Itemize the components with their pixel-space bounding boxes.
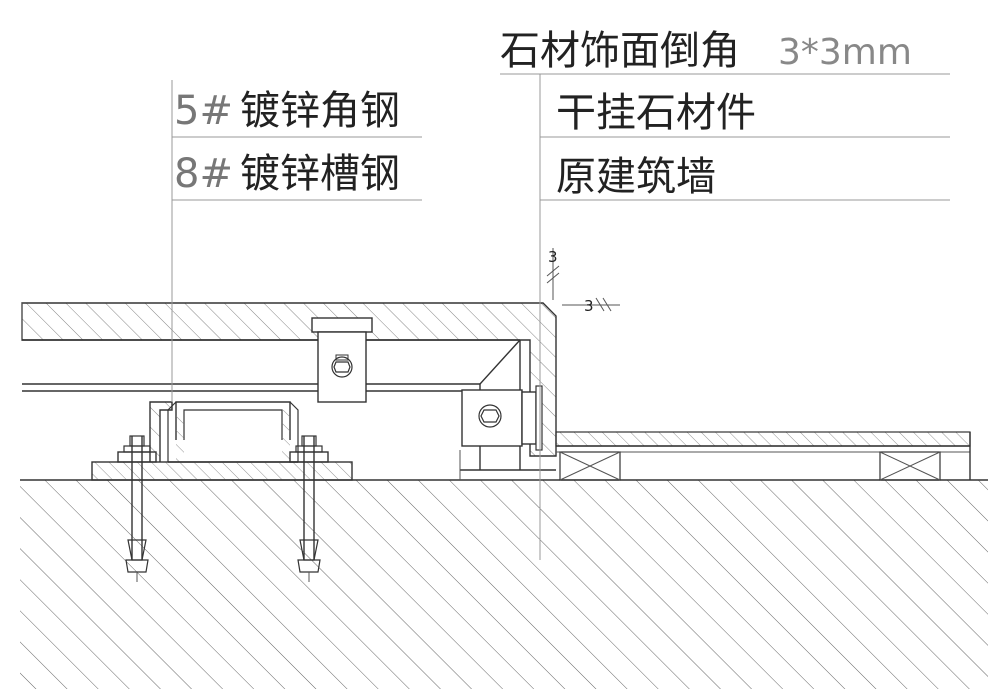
stone-hanger-text: 干挂石材件 (556, 90, 756, 136)
leader-lines (171, 73, 950, 560)
angle-steel-frame (22, 339, 556, 480)
stone-chamfer-dim-text: 3*3mm (778, 32, 912, 73)
chamfer-dim-vertical-label: 3 (548, 248, 558, 266)
label-channel-steel: 8# 镀锌槽钢 (174, 151, 400, 197)
channel-steel-code-text: 8# (174, 151, 233, 197)
chamfer-dim-horizontal-label: 3 (584, 297, 594, 315)
stone-hanger-bracket-upper (311, 317, 373, 403)
label-original-wall: 原建筑墙 (556, 154, 716, 200)
label-stone-hanger: 干挂石材件 (556, 90, 756, 136)
angle-steel-text: 镀锌角钢 (240, 88, 400, 134)
chamfer-dimension-vertical: 3 (546, 248, 560, 300)
label-angle-steel: 5# 镀锌角钢 (174, 88, 400, 134)
stone-chamfer-text: 石材饰面倒角 (500, 28, 740, 74)
chamfer-dimension-horizontal: 3 (562, 297, 620, 315)
original-wall-text: 原建筑墙 (556, 154, 716, 200)
original-wall-section (20, 479, 988, 689)
channel-steel-text: 镀锌槽钢 (240, 151, 400, 197)
base-plate (91, 461, 353, 481)
floor-finish (555, 431, 971, 481)
anchor-bolt-left (117, 435, 157, 582)
stone-hanger-bracket-lower (461, 385, 543, 451)
angle-steel-code-text: 5# (174, 88, 233, 134)
anchor-bolt-right (289, 435, 329, 582)
label-stone-chamfer: 石材饰面倒角 3*3mm (500, 28, 912, 74)
channel-steel (149, 401, 299, 463)
